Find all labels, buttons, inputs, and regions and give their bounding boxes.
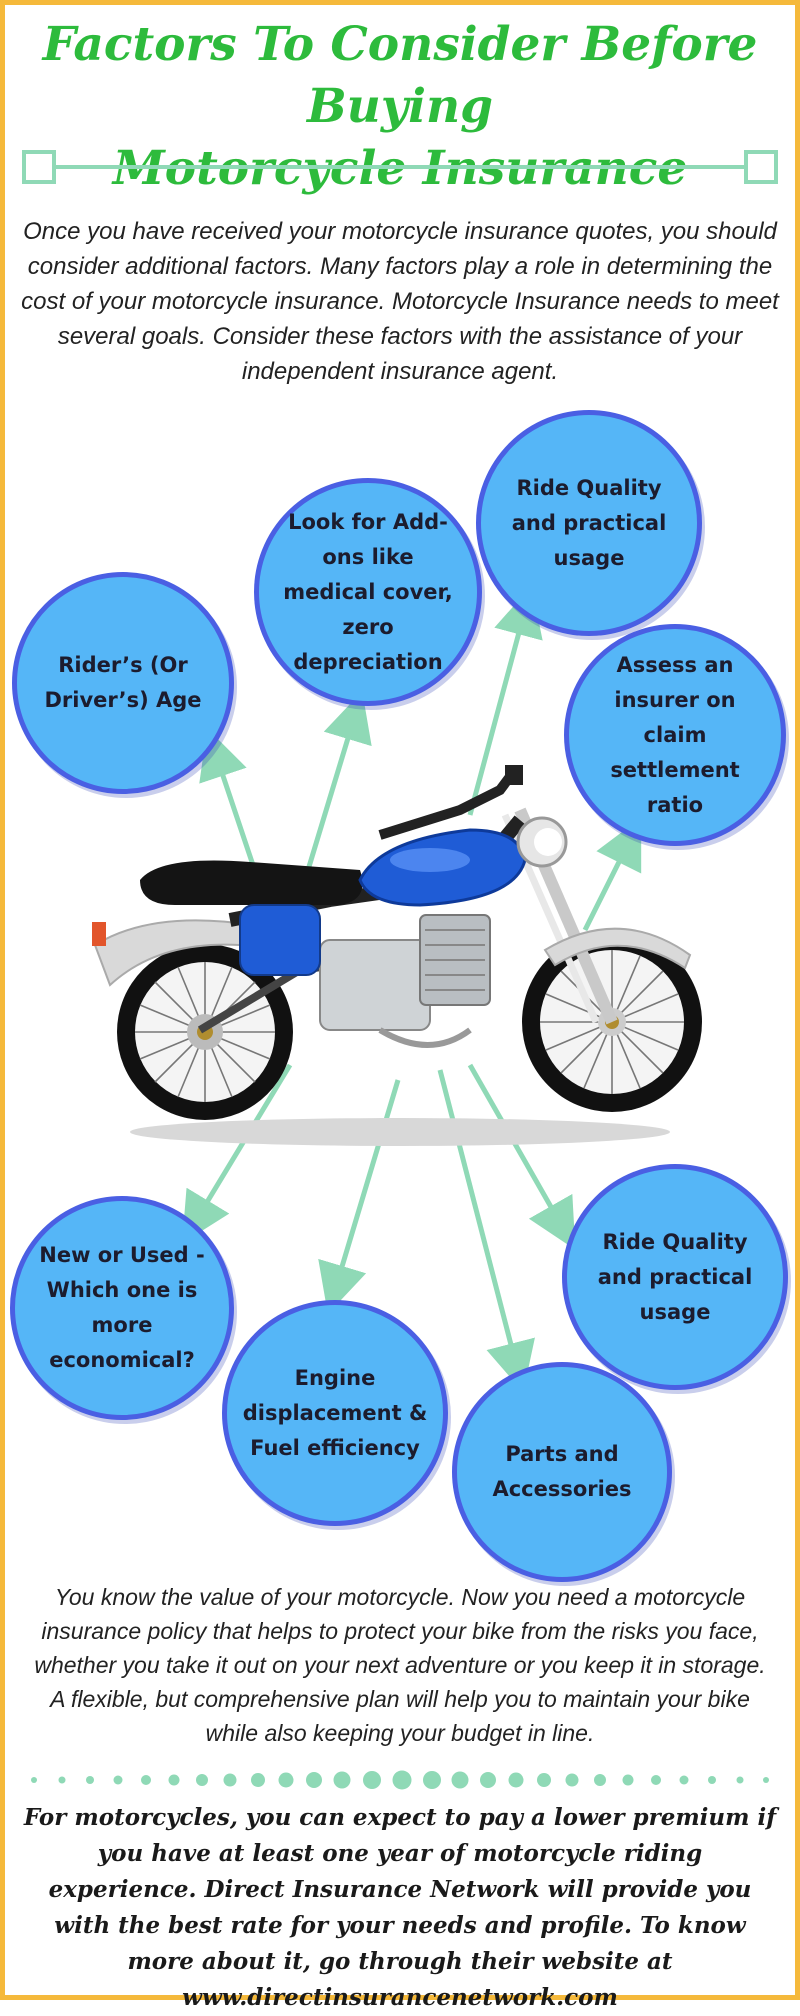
bike-shadow — [130, 1118, 670, 1146]
motorcycle-illustration — [92, 585, 702, 1393]
arrow-to-ride-quality-bottom — [467, 1063, 576, 1250]
factor-label: Engine displacement & Fuel efficiency — [242, 1365, 428, 1460]
factor-label: Look for Add-ons like medical cover, zer… — [283, 509, 453, 674]
closing-paragraph: For motorcycles, you can expect to pay a… — [23, 1804, 777, 2011]
arrow-to-engine — [318, 1079, 401, 1314]
handle-grip — [505, 765, 523, 785]
tank-highlight — [390, 848, 470, 872]
arrow-to-ride-quality-top — [467, 585, 543, 816]
factor-ride-quality-top: Ride Quality and practical usage — [476, 410, 702, 636]
rear-wheel — [117, 944, 293, 1120]
factor-label: Rider’s (Or Driver’s) Age — [44, 653, 202, 712]
factor-add-ons: Look for Add-ons like medical cover, zer… — [254, 478, 482, 706]
tail-light — [92, 922, 106, 946]
factor-ride-quality-bottom: Ride Quality and practical usage — [562, 1164, 788, 1390]
dotted-divider — [31, 1770, 769, 1790]
arrow-to-parts — [437, 1069, 535, 1393]
factor-label: Ride Quality and practical usage — [597, 1229, 753, 1324]
factor-parts-accessories: Parts and Accessories — [452, 1362, 672, 1582]
intro-paragraph: Once you have received your motorcycle i… — [21, 218, 779, 385]
factor-label: Parts and Accessories — [492, 1442, 632, 1501]
factor-label: New or Used - Which one is more economic… — [39, 1243, 205, 1372]
seat — [140, 860, 363, 905]
title-divider — [22, 150, 778, 184]
factor-engine-fuel: Engine displacement & Fuel efficiency — [222, 1300, 448, 1526]
arrow-to-new-or-used — [182, 1063, 293, 1244]
factor-new-or-used: New or Used - Which one is more economic… — [10, 1196, 234, 1420]
divider-right-square — [744, 150, 778, 184]
factor-claim-settlement: Assess an insurer on claim settlement ra… — [564, 624, 786, 846]
arrow-to-addons — [302, 691, 372, 881]
factor-label: Assess an insurer on claim settlement ra… — [610, 652, 740, 817]
arrow-to-age — [199, 728, 261, 881]
outro-paragraph: You know the value of your motorcycle. N… — [34, 1584, 766, 1746]
handlebar — [378, 767, 519, 840]
title-line-1: Factors To Consider Before Buying — [42, 17, 758, 134]
factor-riders-age: Rider’s (Or Driver’s) Age — [12, 572, 234, 794]
headlight-lens — [534, 828, 562, 856]
side-panel — [239, 904, 321, 976]
arrow-to-claim-ratio — [582, 817, 642, 932]
divider-left-square — [22, 150, 56, 184]
factor-label: Ride Quality and practical usage — [511, 475, 667, 570]
